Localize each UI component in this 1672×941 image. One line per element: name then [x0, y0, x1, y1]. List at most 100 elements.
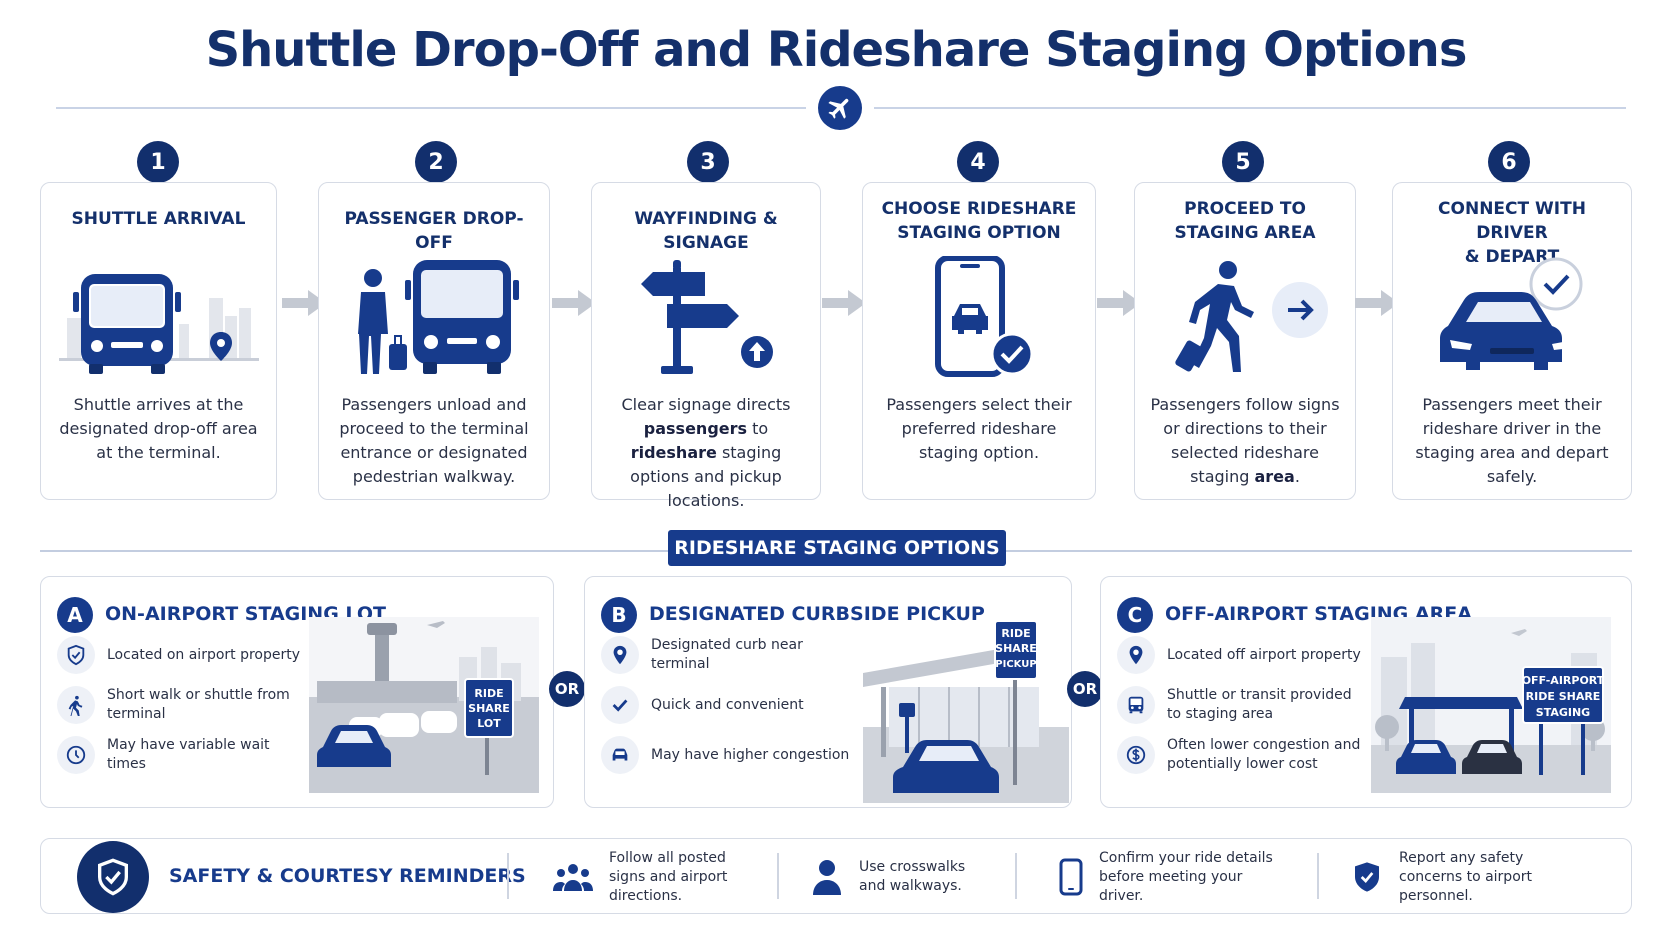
desc-bold: passengers [643, 419, 748, 438]
safety-item: Report any safety concerns to airport pe… [1351, 850, 1579, 904]
option-feature-text: Often lower congestion and potentially l… [1167, 737, 1361, 772]
option-feature-text: Located on airport property [107, 646, 301, 663]
sign-text: LOT [477, 717, 501, 730]
walking-person-icon [57, 686, 95, 724]
sign-text: STAGING [1536, 706, 1590, 719]
sign-text: RIDE [474, 687, 503, 700]
option-feature-text: Located off airport property [1167, 646, 1361, 663]
option-letter: B [601, 597, 637, 633]
step-title: PROCEED TO STAGING AREA [1174, 199, 1316, 243]
sign-text: OFF-AIRPORT [1522, 674, 1605, 687]
option-feature-text: Designated curb near terminal [651, 637, 803, 672]
location-pin-icon [1117, 636, 1155, 674]
car-check-icon [1393, 253, 1631, 383]
or-badge: OR [1067, 671, 1103, 707]
step-title: PASSENGER DROP-OFF [344, 209, 524, 253]
step-description: Passengers select their preferred ridesh… [886, 395, 1072, 462]
safety-item: Confirm your ride details before meeting… [1059, 850, 1279, 904]
phone-car-icon [863, 253, 1095, 383]
sign-text: SHARE [995, 642, 1037, 655]
option-feature: Located on airport property [57, 635, 307, 675]
step-number-1: 1 [137, 141, 179, 183]
option-feature-text: Short walk or shuttle from terminal [107, 687, 290, 722]
sign-text: RIDE [1001, 627, 1030, 640]
divider [507, 853, 509, 899]
sign-text: RIDE SHARE [1526, 690, 1601, 703]
section-title: RIDESHARE STAGING OPTIONS [668, 530, 1006, 566]
option-letter: A [57, 597, 93, 633]
bus-icon [1117, 686, 1155, 724]
option-feature-text: Quick and convenient [651, 696, 804, 713]
airplane-icon [818, 86, 862, 130]
step-description: Clear signage directs passengers to ride… [592, 393, 820, 513]
person-icon [813, 860, 841, 895]
option-feature: Shuttle or transit provided to staging a… [1117, 685, 1367, 725]
desc-text: . [1294, 467, 1300, 486]
checkmark-icon [601, 686, 639, 724]
safety-text: Follow all posted signs and airport dire… [609, 849, 728, 904]
option-feature: Often lower congestion and potentially l… [1117, 735, 1367, 775]
flow-arrow-icon [822, 290, 866, 316]
desc-bold: rideshare [630, 443, 717, 462]
page-title: Shuttle Drop-Off and Rideshare Staging O… [205, 22, 1468, 78]
safety-item: Use crosswalks and walkways. [811, 853, 979, 901]
option-feature: Designated curb near terminal [601, 635, 851, 675]
option-feature: Quick and convenient [601, 685, 851, 725]
step-card-shuttle-arrival: SHUTTLE ARRIVAL Shuttle arrives at the d… [40, 182, 277, 500]
divider [777, 853, 779, 899]
step-description: Passengers unload and proceed to the ter… [339, 395, 529, 486]
step-description: Passengers meet their rideshare driver i… [1415, 395, 1609, 486]
step-card-connect-depart: CONNECT WITH DRIVER & DEPART Passengers … [1392, 182, 1632, 500]
option-title: DESIGNATED CURBSIDE PICKUP [649, 603, 985, 625]
step-title: CONNECT WITH DRIVER & DEPART [1438, 199, 1586, 267]
step-number-5: 5 [1222, 141, 1264, 183]
step-card-choose-option: CHOOSE RIDESHARE STAGING OPTION Passenge… [862, 182, 1096, 500]
divider [1015, 853, 1017, 899]
option-feature: May have higher congestion [601, 735, 851, 775]
step-description: Shuttle arrives at the designated drop-o… [59, 395, 258, 462]
group-icon [553, 864, 593, 891]
desc-text: Passengers follow signs or directions to… [1150, 395, 1340, 486]
desc-bold: area [1254, 467, 1295, 486]
option-letter: C [1117, 597, 1153, 633]
step-card-passenger-drop-off: PASSENGER DROP-OFF Passengers unload and… [318, 182, 550, 500]
desc-text: staging options and pickup locations. [630, 443, 782, 510]
safety-title: SAFETY & COURTESY REMINDERS [169, 865, 526, 887]
step-number-4: 4 [957, 141, 999, 183]
off-airport-illustration: OFF-AIRPORT RIDE SHARE STAGING [1371, 617, 1611, 793]
sign-text: SHARE [468, 702, 510, 715]
car-icon [601, 736, 639, 774]
step-number-3: 3 [687, 141, 729, 183]
title-rule-right [874, 107, 1626, 109]
dollar-icon [1117, 736, 1155, 774]
option-card-curbside: B DESIGNATED CURBSIDE PICKUP Designated … [584, 576, 1072, 808]
step-card-proceed: PROCEED TO STAGING AREA Passengers follo… [1134, 182, 1356, 500]
passenger-with-luggage-icon [319, 253, 549, 383]
step-card-wayfinding: WAYFINDING & SIGNAGE Clear signage direc… [591, 182, 821, 510]
safety-text: Report any safety concerns to airport pe… [1399, 849, 1532, 904]
option-feature: Short walk or shuttle from terminal [57, 685, 307, 725]
flow-arrow-icon [282, 290, 326, 316]
step-number-2: 2 [415, 141, 457, 183]
walking-traveler-icon [1135, 253, 1355, 383]
title-rule-left [56, 107, 806, 109]
option-feature: May have variable wait times [57, 735, 307, 775]
safety-item: Follow all posted signs and airport dire… [553, 850, 759, 904]
step-number-6: 6 [1488, 141, 1530, 183]
shuttle-bus-icon [41, 253, 276, 383]
flow-arrow-icon [552, 290, 596, 316]
phone-icon [1059, 858, 1083, 896]
shield-check-icon [1355, 862, 1379, 892]
safety-text: Use crosswalks and walkways. [859, 859, 966, 894]
flow-arrow-icon [1355, 290, 1399, 316]
step-title: CHOOSE RIDESHARE STAGING OPTION [881, 199, 1077, 243]
shield-icon [57, 636, 95, 674]
option-feature-text: May have variable wait times [107, 737, 270, 772]
shield-check-icon [77, 841, 149, 913]
safety-reminders-bar: SAFETY & COURTESY REMINDERS Follow all p… [40, 838, 1632, 914]
safety-text: Confirm your ride details before meeting… [1099, 849, 1273, 904]
staging-lot-illustration: RIDE SHARE LOT [309, 617, 539, 793]
option-card-on-airport: A ON-AIRPORT STAGING LOT Located on airp… [40, 576, 554, 808]
step-title: SHUTTLE ARRIVAL [71, 209, 246, 229]
sign-text: PICKUP [995, 659, 1036, 670]
